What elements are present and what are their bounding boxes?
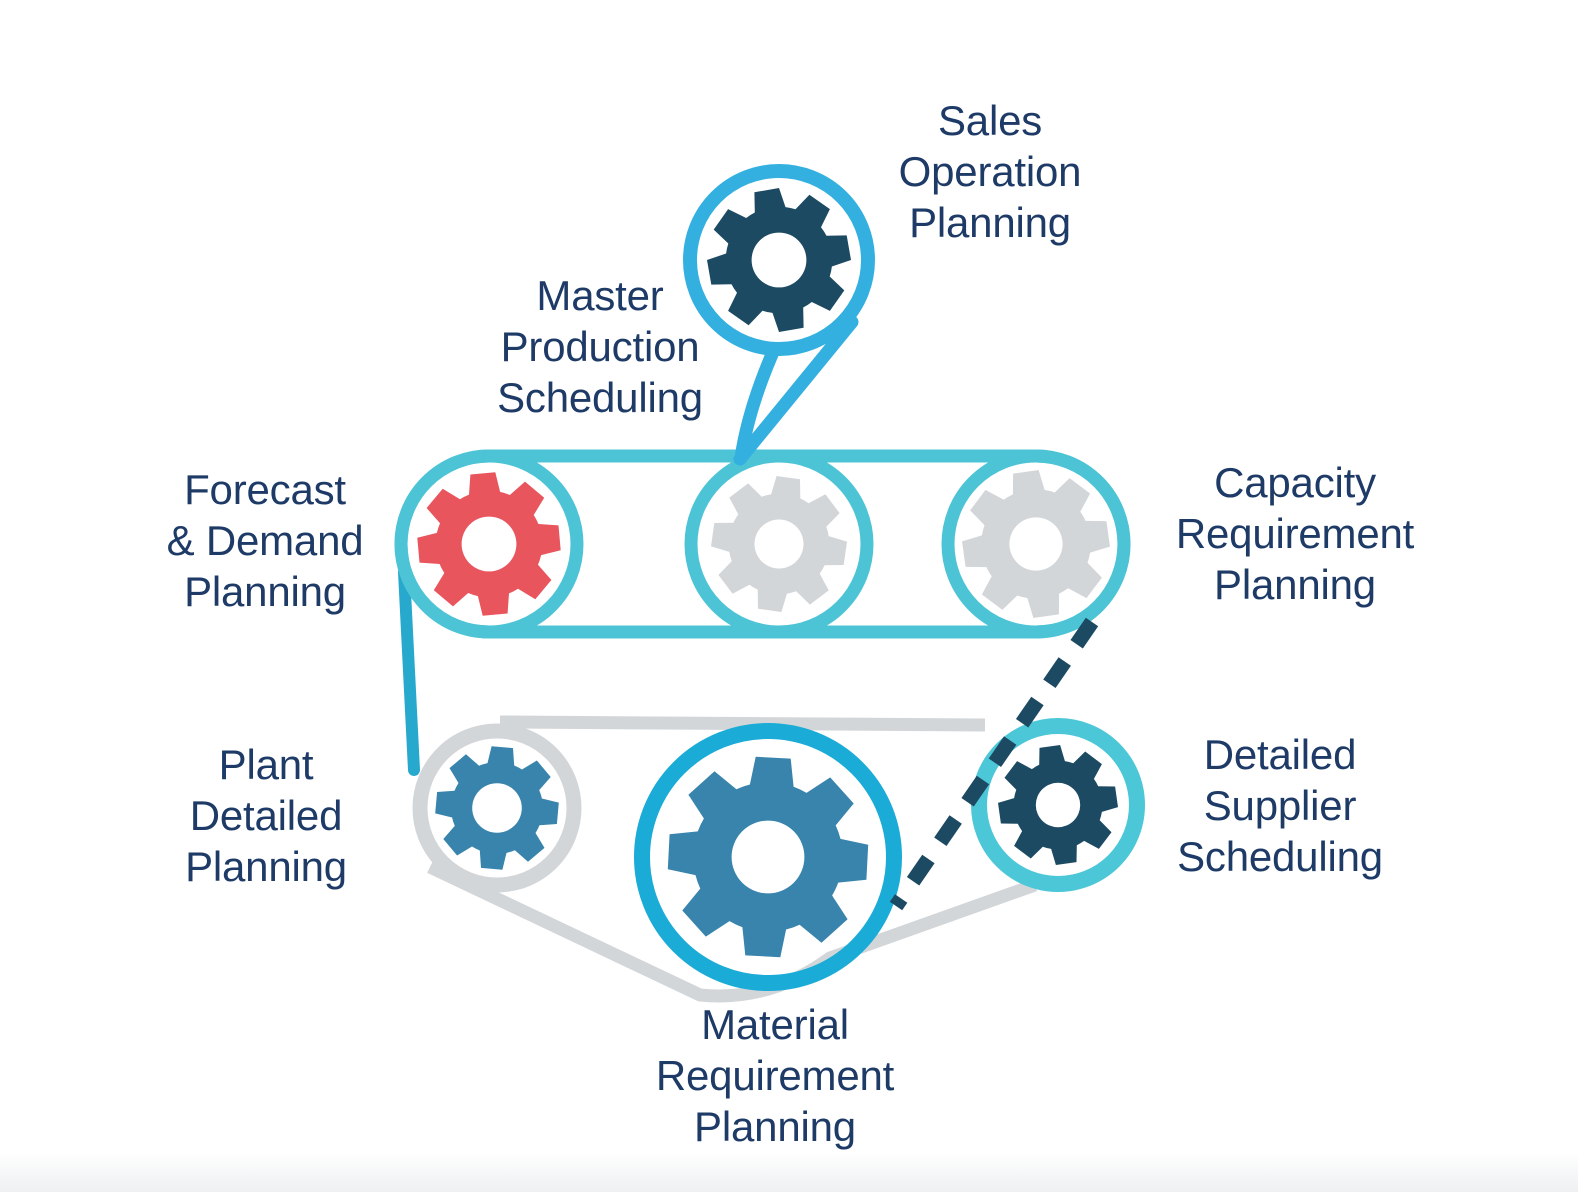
sales-operation-loop	[683, 164, 875, 466]
capacity-to-material-dashed-link	[889, 617, 1099, 911]
middle-gray-gear-left-ring	[684, 449, 874, 639]
material-requirement-ring	[634, 723, 902, 991]
detailed-supplier-gear-icon	[998, 745, 1118, 865]
label-sales-operation-planning: Sales Operation Planning	[898, 97, 1082, 246]
sales-operation-ring	[683, 164, 875, 356]
label-forecast-demand-planning: Forecast & Demand Planning	[166, 466, 364, 615]
sales-operation-gear-icon	[707, 188, 851, 332]
label-material-requirement-planning: Material Requirement Planning	[655, 1001, 895, 1150]
label-master-production-scheduling: Master Production Scheduling	[497, 272, 703, 421]
middle-belt	[394, 449, 1131, 639]
middle-gray-gear-right-icon	[962, 470, 1110, 618]
detailed-supplier-ring	[971, 718, 1145, 892]
sales-loop-tail-outer	[733, 315, 859, 466]
forecast-demand-gear-icon	[417, 472, 561, 616]
forecast-belt-loop-ring	[394, 449, 584, 639]
middle-gray-gear-right-ring	[941, 449, 1131, 639]
plant-belt-loop-ring	[412, 723, 582, 893]
bottom-gradient-strip	[0, 1152, 1578, 1192]
middle-gray-gear-left-icon	[711, 476, 847, 612]
forecast-to-plant-connector	[398, 566, 420, 776]
label-capacity-requirement-planning: Capacity Requirement Planning	[1175, 459, 1415, 608]
label-plant-detailed-planning: Plant Detailed Planning	[185, 741, 347, 890]
plant-detailed-gear-icon	[435, 746, 559, 870]
bottom-belt-top-edge	[499, 715, 986, 732]
label-detailed-supplier-scheduling: Detailed Supplier Scheduling	[1177, 731, 1383, 880]
sales-loop-tail-inner	[734, 345, 780, 465]
material-requirement-gear-icon	[667, 756, 869, 958]
